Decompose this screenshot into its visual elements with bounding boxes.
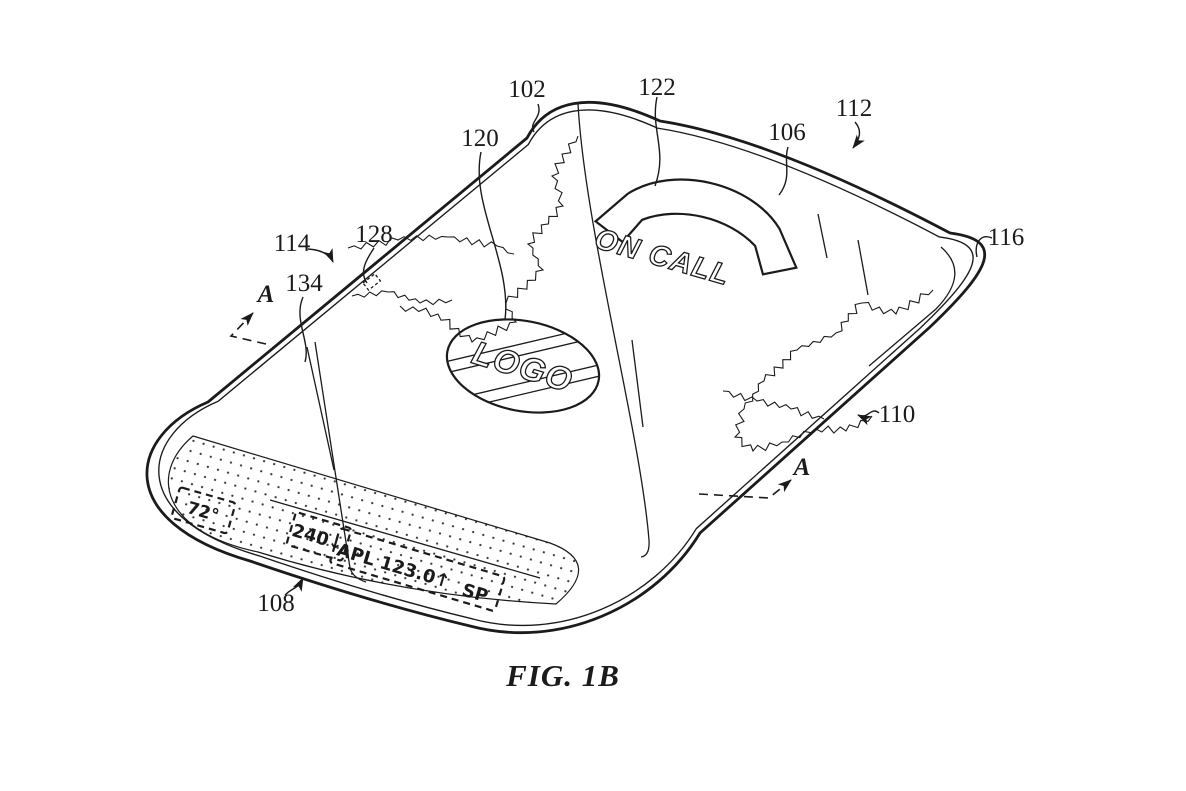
ref-label-112: 112 (836, 95, 873, 122)
reflection-scribble (351, 290, 453, 306)
leader-arrow-112 (852, 121, 865, 149)
ref-label-122: 122 (638, 74, 676, 101)
reflection-scribble (722, 390, 825, 420)
device-body (145, 100, 987, 635)
edge-feature-128-border (362, 272, 382, 292)
ref-label-114: 114 (274, 230, 311, 257)
section-arrow-right (698, 479, 792, 499)
section-marker-a-left: A (256, 281, 275, 308)
section-arrow-left (229, 312, 267, 345)
reflection-line (631, 339, 644, 428)
corner-inner-edge (868, 246, 956, 367)
reflection-scribble (733, 289, 934, 453)
reflection-scribble (399, 135, 579, 343)
leader-122 (654, 96, 661, 187)
reference-numerals: 102 122 112 106 120 114 128 134 116 110 … (257, 74, 1024, 617)
section-markers: A A (229, 281, 811, 499)
ref-label-134: 134 (285, 270, 323, 297)
leader-106 (778, 146, 789, 196)
leader-116 (975, 236, 993, 258)
leader-lines (284, 96, 993, 596)
leader-arrow-108 (284, 577, 304, 596)
logo-ellipse (445, 318, 601, 414)
temperature-box-border (170, 486, 237, 535)
ref-label-110: 110 (879, 401, 916, 428)
reflection-line (857, 239, 869, 296)
reflection-line (577, 103, 650, 558)
display-divider-line (269, 499, 541, 579)
leader-120 (478, 151, 507, 321)
section-marker-a-right: A (792, 454, 811, 481)
leader-102 (531, 103, 540, 133)
figure-caption: FIG. 1B (505, 658, 620, 693)
volume-box-border (285, 511, 352, 562)
reflection-line (306, 346, 335, 471)
leader-arrow-110 (857, 410, 880, 426)
ref-label-128: 128 (355, 221, 393, 248)
reflection-line (314, 341, 367, 583)
display-band (167, 435, 580, 605)
ref-label-106: 106 (768, 119, 806, 146)
ref-label-102: 102 (508, 76, 546, 103)
ref-label-116: 116 (988, 224, 1025, 251)
reflection-line (817, 213, 828, 259)
reflection-lines (306, 103, 934, 583)
phone-handset-icon (593, 178, 798, 276)
ref-label-108: 108 (257, 590, 295, 617)
edge-feature-128 (362, 272, 382, 292)
leader-arrow-114 (307, 248, 334, 263)
ref-label-120: 120 (461, 125, 499, 152)
leader-128 (362, 247, 375, 284)
handset-outline (593, 178, 798, 276)
ticker-box-border (329, 527, 506, 612)
leader-134 (299, 296, 307, 363)
reflection-scribble (347, 234, 515, 255)
